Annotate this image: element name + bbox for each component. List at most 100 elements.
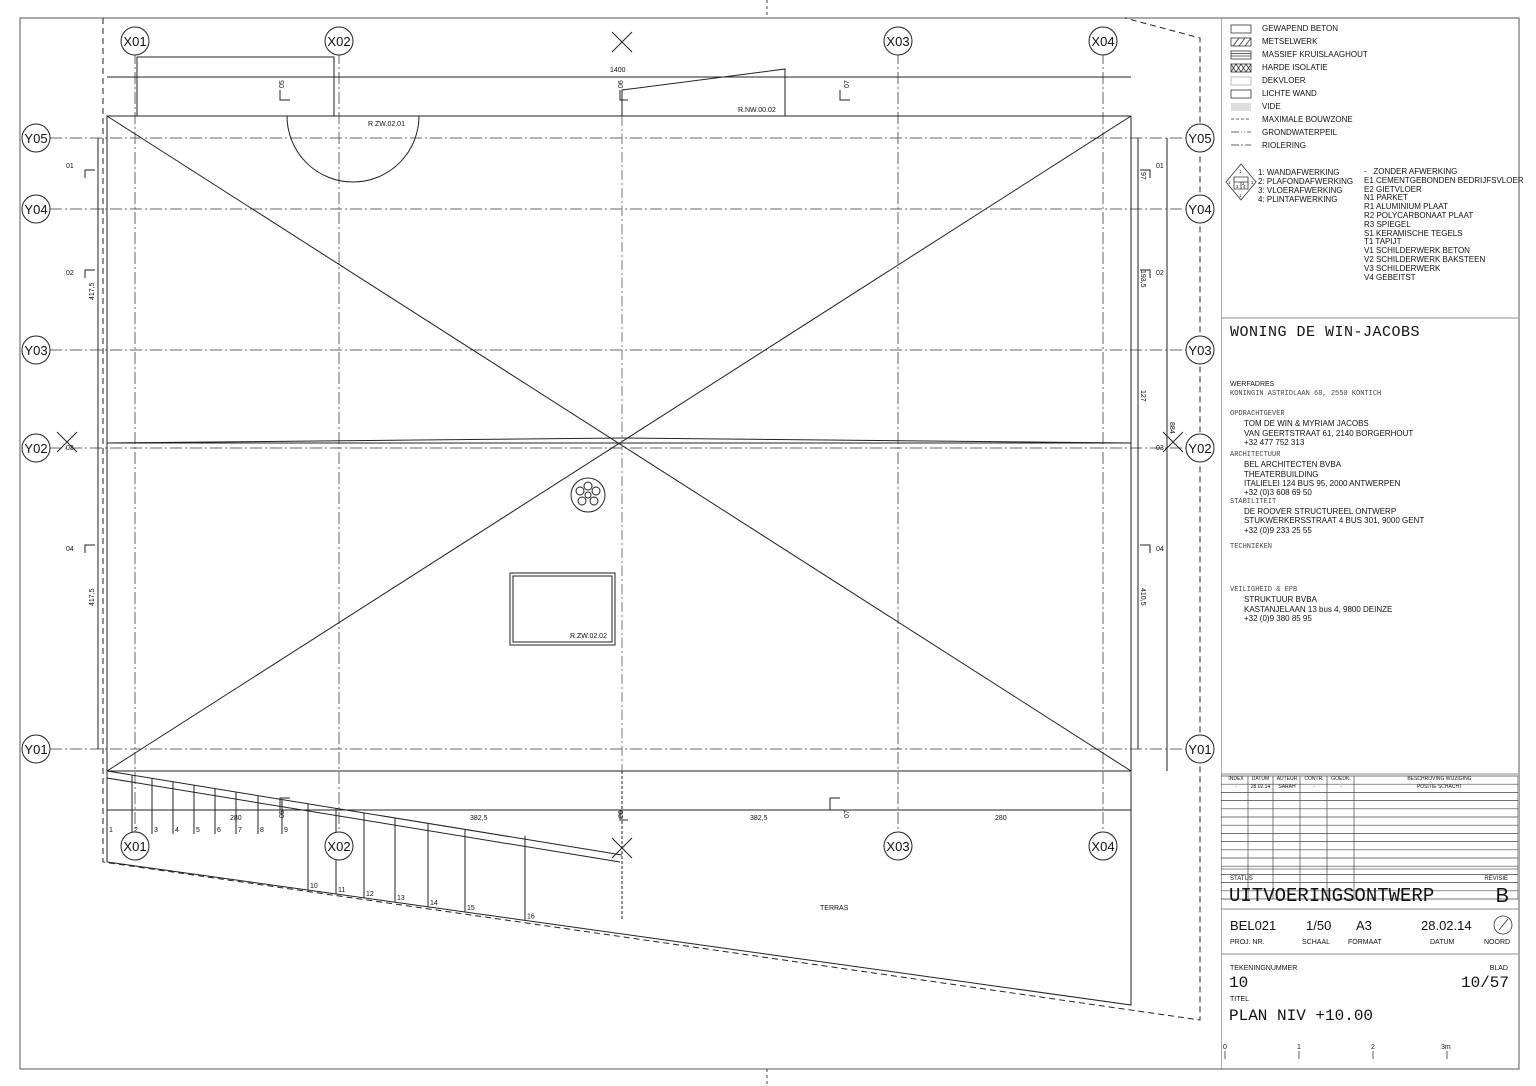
finish-type: 1: WANDAFWERKING (1258, 168, 1340, 177)
diamond-label: 2 (1242, 181, 1245, 186)
dim-884: 884 (1168, 422, 1175, 434)
text-line: STUKWERKERSSTRAAT 4 BUS 301, 9000 GENT (1244, 516, 1425, 526)
datum-label: DATUM (1430, 939, 1455, 946)
revision-header: DATUM (1251, 776, 1270, 782)
dim-382: 382,5 (470, 815, 488, 822)
grid-label: Y05 (24, 131, 47, 146)
swatch-kruislaaghout (1230, 50, 1252, 60)
finish-code: E2 GIETVLOER (1364, 184, 1422, 194)
grid-bubble-x03: X03 (883, 26, 913, 56)
step-number: 4 (175, 827, 179, 834)
dim-410: 410,5 (1139, 588, 1146, 606)
titel-label: TITEL (1230, 996, 1250, 1003)
finish-code: V3 SCHILDERWERK (1364, 263, 1441, 273)
dim-127: 127 (1139, 390, 1146, 402)
stabiliteit-label: STABILITEIT (1230, 497, 1277, 506)
text-line: DE ROOVER STRUCTUREEL ONTWERP (1244, 506, 1397, 516)
finish-code: R1 ALUMINIUM PLAAT (1364, 202, 1448, 212)
grid-label: Y03 (24, 343, 47, 358)
step-number: 3 (154, 827, 158, 834)
grid-bubble-y03: Y03 (21, 335, 51, 365)
finish-code: R2 POLYCARBONAAT PLAAT (1364, 210, 1474, 220)
tekeningnummer-label: TEKENINGNUMMER (1230, 965, 1298, 972)
section-label: 01 (1156, 163, 1164, 170)
werfadres: KONINGIN ASTRIDLAAN 68, 2550 KONTICH (1230, 390, 1382, 398)
step-number: 5 (196, 827, 200, 834)
grid-label: Y02 (24, 441, 47, 456)
upper-volume (621, 68, 786, 116)
scale-tick: 1 (1297, 1044, 1301, 1051)
step-number: 2 (134, 827, 138, 834)
dim-417: 417,5 (89, 588, 96, 606)
finish-type: 4: PLINTAFWERKING (1258, 195, 1338, 204)
grid-bubble-x01: X01 (120, 831, 150, 861)
formaat-label: FORMAAT (1348, 939, 1382, 946)
element-tag: R.NW.00.02 (738, 107, 776, 114)
finish-code: N1 PARKET (1364, 193, 1408, 203)
diamond-label: 1 (1251, 180, 1254, 185)
grid-bubble-x01: X01 (120, 26, 150, 56)
terras-label: TERRAS (820, 905, 849, 912)
legend-item: DEKVLOER (1262, 76, 1306, 85)
finish-code: V2 SCHILDERWERK BAKSTEEN (1364, 254, 1486, 264)
skylight (509, 572, 616, 646)
revision-cell: SARAH (1278, 784, 1296, 790)
max-bouwzone-line (102, 17, 1201, 1021)
diamond-label: 1 (1239, 193, 1242, 198)
architectuur: BEL ARCHITECTEN BVBA THEATERBUILDING ITA… (1230, 460, 1424, 497)
element-tag: R.ZW.02.02 (570, 633, 607, 640)
step-number: 16 (527, 913, 535, 920)
step-number: 6 (217, 827, 221, 834)
grid-bubble-x02: X02 (324, 26, 354, 56)
revision-cell: 28.02.14 (1250, 784, 1271, 790)
grid-bubble-y03: Y03 (1185, 335, 1215, 365)
grid-bubble-x02: X02 (324, 831, 354, 861)
finish-code: V1 SCHILDERWERK BETON (1364, 246, 1470, 256)
grid-label: Y04 (24, 202, 47, 217)
grid-label: X03 (886, 34, 909, 49)
step-number: 1 (109, 827, 113, 834)
werfadres-label: WERFADRES (1230, 381, 1275, 388)
grid-bubble-x04: X04 (1088, 26, 1118, 56)
element-tag: R.ZW.02.01 (368, 121, 405, 128)
section-mark-icon (56, 431, 78, 453)
grid-bubble-x04: X04 (1088, 831, 1118, 861)
section-label: 07 (844, 810, 851, 818)
opdrachtgever-label: OPDRACHTGEVER (1230, 410, 1285, 418)
section-label: 02 (1156, 270, 1164, 277)
terras-outline (106, 771, 1132, 1006)
section-label: 06 (618, 810, 625, 818)
grid-bubble-x03: X03 (883, 831, 913, 861)
title-block-lines: 2 3 4 1 1 1 1 (1221, 19, 1518, 1069)
section-label: 03 (1156, 445, 1164, 452)
text-line: +32 (0)9 233 25 55 (1244, 525, 1312, 535)
grid-bubble-y02: Y02 (1185, 433, 1215, 463)
upper-volume (136, 56, 335, 116)
legend-item: RIOLERING (1262, 141, 1307, 150)
datum: 28.02.14 (1421, 918, 1472, 933)
dim-193: 193,5 (1139, 270, 1146, 288)
section-label: 01 (66, 163, 74, 170)
north-arrow-icon (1493, 915, 1513, 935)
grid-label: X04 (1091, 839, 1114, 854)
finish-code: V4 GEBEITST (1364, 272, 1416, 282)
grid-bubble-y04: Y04 (1185, 194, 1215, 224)
legend-item: MASSIEF KRUISLAAGHOUT (1262, 50, 1368, 59)
dim-280: 280 (995, 815, 1007, 822)
grid-bubble-y01: Y01 (1185, 734, 1215, 764)
dim-417: 417,5 (89, 282, 96, 300)
text-line: TOM DE WIN & MYRIAM JACOBS (1244, 419, 1369, 429)
finish-code: T1 TAPIJT (1364, 237, 1402, 247)
finish-code: R3 SPIEGEL (1364, 219, 1411, 229)
text-line: +32 (0)3 608 69 50 (1244, 488, 1312, 498)
chimney-icon (570, 477, 606, 513)
blad: 10/57 (1460, 974, 1509, 992)
revision-cell: - (1235, 784, 1237, 790)
swatch-metselwerk (1230, 37, 1252, 47)
scale-bar (1224, 1051, 1448, 1059)
grid-bubble-y01: Y01 (21, 734, 51, 764)
step-number: 9 (284, 827, 288, 834)
